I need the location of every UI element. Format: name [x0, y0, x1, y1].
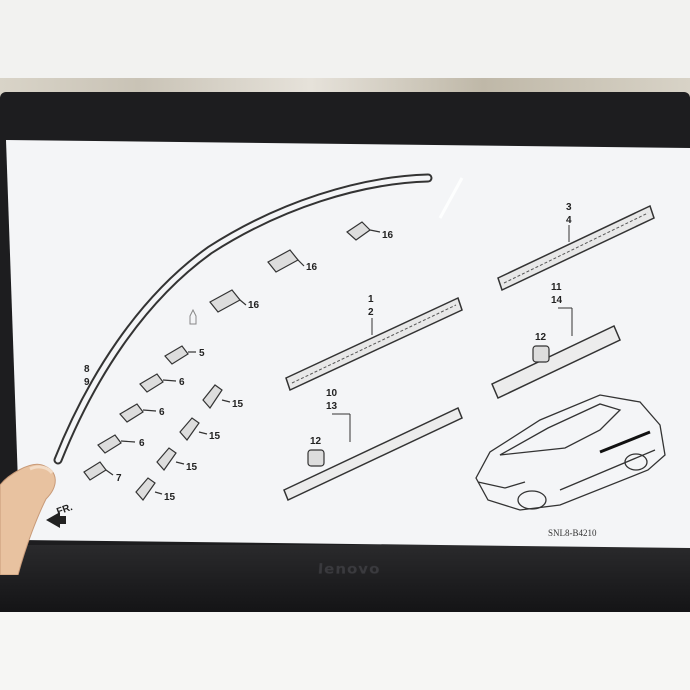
table-surface	[0, 612, 690, 690]
laptop-bezel	[0, 92, 690, 612]
laptop-brand-logo: lenovo	[317, 560, 381, 578]
laptop-base	[0, 545, 690, 615]
